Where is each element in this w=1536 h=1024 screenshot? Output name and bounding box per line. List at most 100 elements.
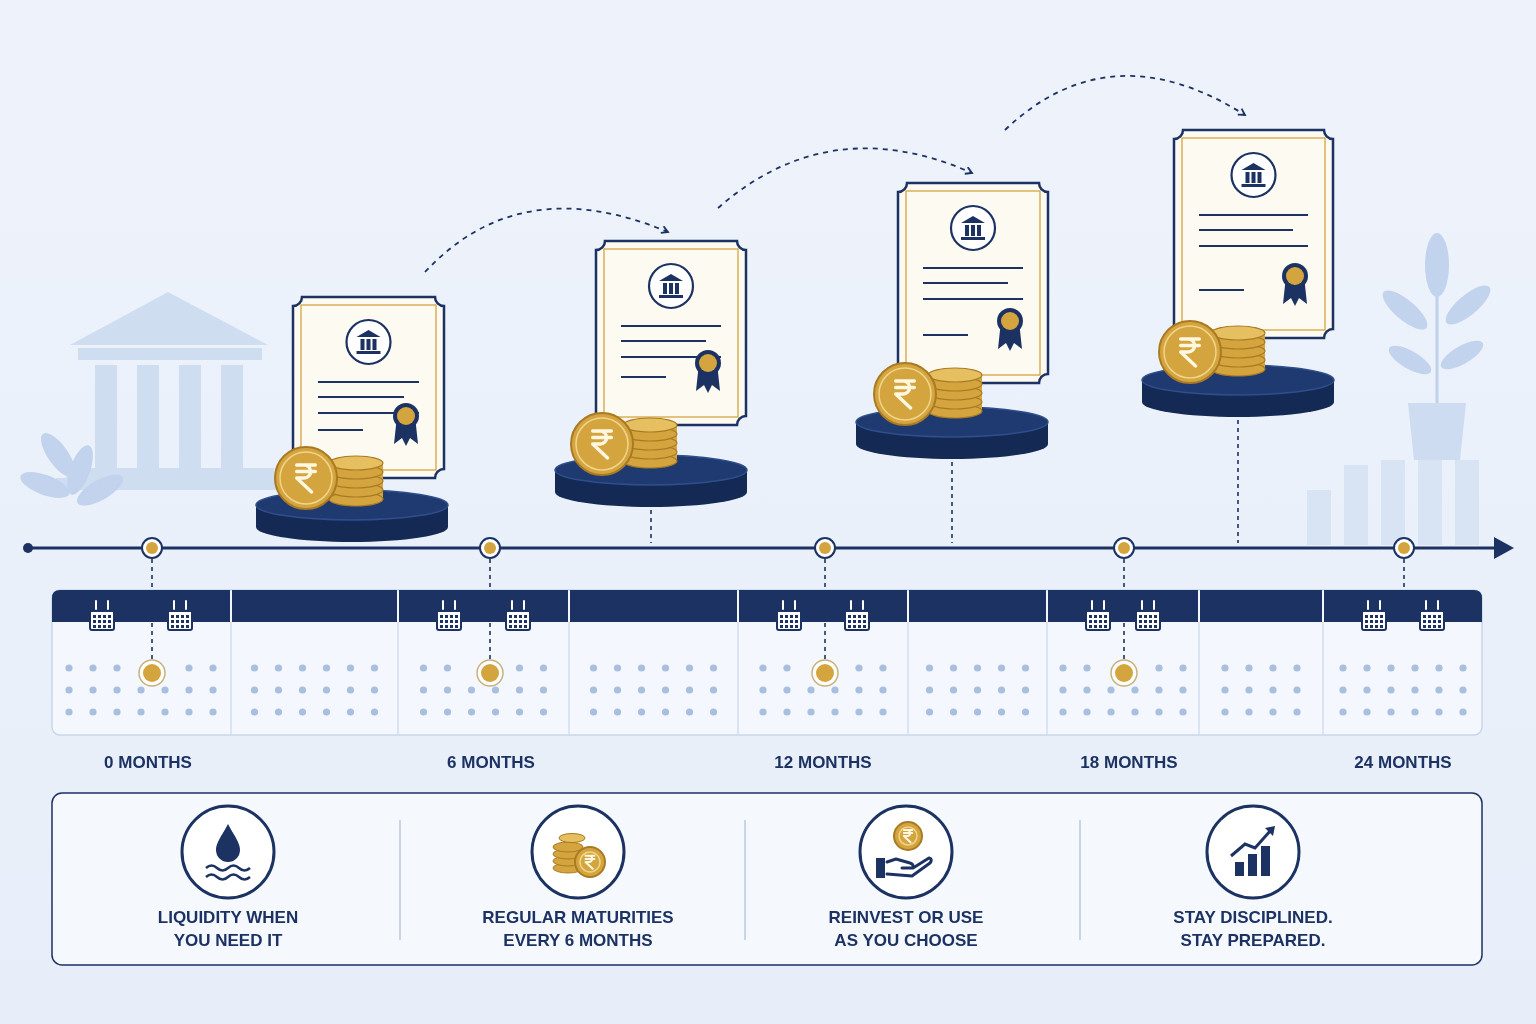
calendar-icon-cell	[445, 625, 448, 628]
calendar-divider	[230, 622, 232, 735]
timeline-marker-core	[1398, 542, 1410, 554]
calendar-icon-cell	[186, 620, 189, 623]
calendar-dot	[1293, 686, 1300, 693]
certificate	[898, 183, 1048, 383]
feature-item: LIQUIDITY WHEN YOU NEED IT	[98, 802, 358, 952]
dashed-arrow	[718, 148, 972, 208]
calendar-icon-cell	[1375, 620, 1378, 623]
certificate-inner	[301, 305, 436, 470]
calendar-dot	[662, 686, 669, 693]
dashed-arrow	[1005, 76, 1245, 130]
certificate-group	[256, 297, 448, 542]
text-line	[923, 298, 1023, 300]
calendar-dot	[185, 708, 192, 715]
maturity-dot-core	[816, 664, 834, 682]
calendar-dot	[1435, 686, 1442, 693]
calendar-icon-cell	[790, 615, 793, 618]
calendar-dot	[1435, 708, 1442, 715]
calendar-icon-cell	[853, 625, 856, 628]
calendar-dot	[1059, 686, 1066, 693]
calendar-dot	[209, 686, 216, 693]
calendar-dot	[1459, 664, 1466, 671]
text-line	[621, 376, 666, 378]
maturity-dot	[812, 660, 838, 686]
calendar-icon-cell	[863, 615, 866, 618]
calendar-dot	[251, 686, 258, 693]
calendar-icon-cell	[1423, 620, 1426, 623]
calendar-ring	[1103, 601, 1105, 609]
calendar-dot	[614, 686, 621, 693]
bar-decor	[1418, 460, 1442, 545]
calendar-icon-cell	[1094, 625, 1097, 628]
calendar-dot	[1131, 708, 1138, 715]
calendar-dot	[1339, 708, 1346, 715]
calendar-icon-cell	[1154, 625, 1157, 628]
calendar-icon-cell	[98, 615, 101, 618]
calendar-dot	[161, 708, 168, 715]
rupee-symbol	[904, 830, 912, 842]
calendar-dot	[590, 664, 597, 671]
panel-divider	[744, 820, 746, 940]
calendar-icon-cell	[863, 625, 866, 628]
dashed-leader	[151, 559, 153, 660]
calendar-dot	[1083, 686, 1090, 693]
coin	[1159, 321, 1221, 383]
calendar-dot	[1339, 686, 1346, 693]
plant-leaf	[1425, 233, 1449, 297]
calendar-icon-cell	[108, 615, 111, 618]
dashed-drop	[951, 462, 953, 543]
calendar-ring	[1141, 601, 1143, 609]
calendar-ring	[1425, 601, 1427, 609]
calendar-icon-cell	[450, 615, 453, 618]
calendar-dot	[1269, 686, 1276, 693]
calendar-ring	[1367, 601, 1369, 609]
calendar-icon-cell	[440, 620, 443, 623]
coin	[874, 363, 936, 425]
dashed-leader	[1123, 559, 1125, 660]
calendar-icon-cell	[186, 625, 189, 628]
calendar-icon-cell	[98, 620, 101, 623]
calendar-dot	[926, 664, 933, 671]
text-line	[1199, 245, 1308, 247]
calendar-icon	[506, 601, 530, 630]
chart-arrowhead	[1265, 826, 1275, 836]
calendar-icon-cell	[103, 615, 106, 618]
calendar-dot	[783, 664, 790, 671]
timeline-marker	[480, 538, 500, 558]
calendar-dot	[540, 708, 547, 715]
calendar-dot	[540, 664, 547, 671]
feature-icon	[1203, 802, 1303, 902]
calendar-dot	[1363, 664, 1370, 671]
timeline-axis	[28, 547, 1500, 550]
calendar-ring	[523, 601, 525, 609]
dashed-drop	[650, 510, 652, 543]
seal	[393, 403, 419, 429]
emblem-column	[971, 225, 975, 236]
calendar-icon-cell	[514, 615, 517, 618]
calendar-icon-top	[845, 606, 869, 612]
calendar-icon	[777, 601, 801, 630]
calendar-dot	[974, 708, 981, 715]
calendar-icon-cell	[103, 625, 106, 628]
feature-icon	[528, 802, 628, 902]
calendar-icon-cell	[509, 625, 512, 628]
calendar-dot	[1245, 708, 1252, 715]
calendar-icon	[168, 601, 192, 630]
calendar-icon-cell	[1089, 615, 1092, 618]
calendar-header	[1200, 590, 1322, 622]
calendar-dot	[299, 686, 306, 693]
emblem-column	[361, 339, 365, 350]
calendar-icon	[90, 601, 114, 630]
text-line	[1199, 214, 1308, 216]
calendar-icon-cell	[171, 620, 174, 623]
calendar-dot	[831, 686, 838, 693]
feature-item: REGULAR MATURITIES EVERY 6 MONTHS	[448, 802, 708, 952]
calendar-icon-cell	[186, 615, 189, 618]
calendar-dot	[1179, 686, 1186, 693]
calendar-icon-top	[90, 606, 114, 612]
coin-top	[623, 418, 677, 432]
emblem-column	[977, 225, 981, 236]
calendar-icon-cell	[176, 620, 179, 623]
calendar-icon-cell	[93, 625, 96, 628]
